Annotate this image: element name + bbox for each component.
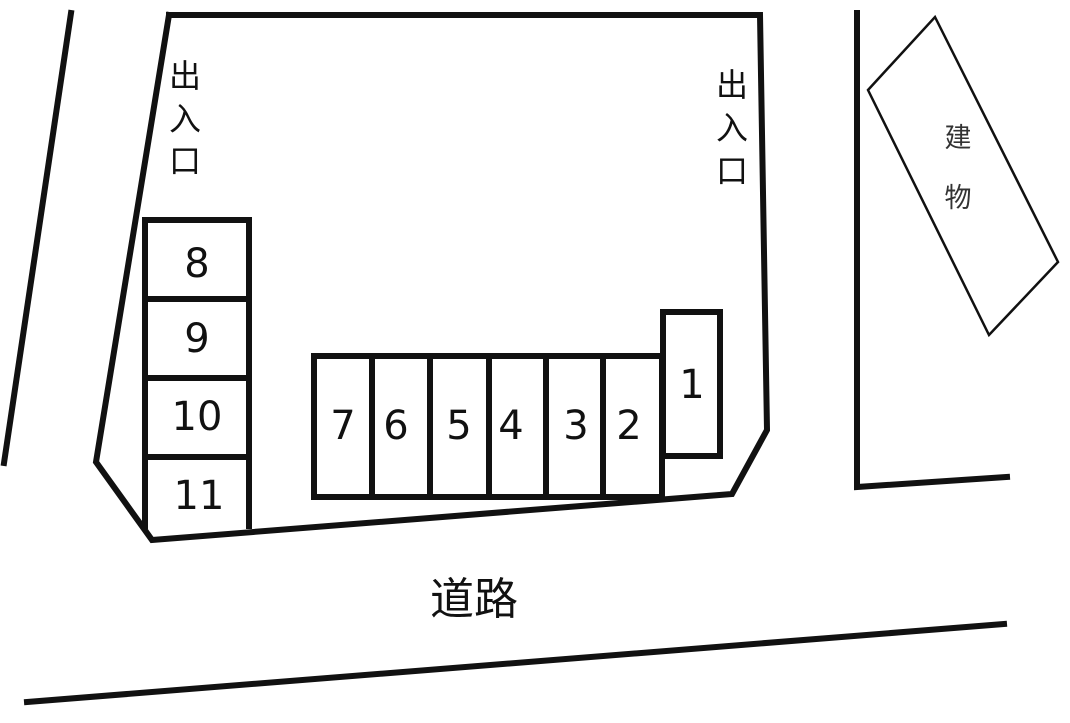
left-spaces-outline [142, 217, 252, 529]
entrance-left-char-1: 出 [169, 57, 201, 95]
building-outline [866, 14, 1060, 338]
space-number-7: 7 [330, 403, 355, 449]
building-char-2: 物 [945, 183, 972, 214]
space-number-8: 8 [184, 241, 209, 287]
entrance-left-char-3: 口 [169, 142, 201, 180]
road-label: 道路 [430, 574, 518, 625]
space-number-4: 4 [498, 403, 523, 449]
space-number-6: 6 [383, 403, 408, 449]
space-number-3: 3 [563, 403, 588, 449]
entrance-right-label: 出 入 口 [716, 66, 748, 190]
entrance-right-char-2: 入 [716, 109, 748, 147]
space-number-2: 2 [616, 403, 641, 449]
road-edge-line [23, 620, 1008, 706]
entrance-left-label: 出 入 口 [169, 57, 201, 180]
right-property-boundary [854, 10, 1011, 491]
parking-spaces-left: 8 9 10 11 [142, 217, 252, 529]
building-char-1: 建 [945, 123, 972, 154]
space-number-5: 5 [446, 403, 471, 449]
space-number-9: 9 [184, 316, 209, 362]
space-number-1: 1 [679, 362, 704, 408]
entrance-left-char-2: 入 [169, 100, 201, 138]
entrance-right-char-1: 出 [716, 66, 748, 104]
parking-space-1 [660, 309, 723, 459]
parking-lot-outline [92, 11, 771, 544]
space-number-11: 11 [174, 473, 225, 519]
parking-spaces-bottom: 7 6 5 4 3 2 [311, 353, 665, 500]
left-boundary-line [0, 9, 75, 467]
space-number-10: 10 [172, 394, 223, 440]
entrance-right-char-3: 口 [716, 152, 748, 190]
